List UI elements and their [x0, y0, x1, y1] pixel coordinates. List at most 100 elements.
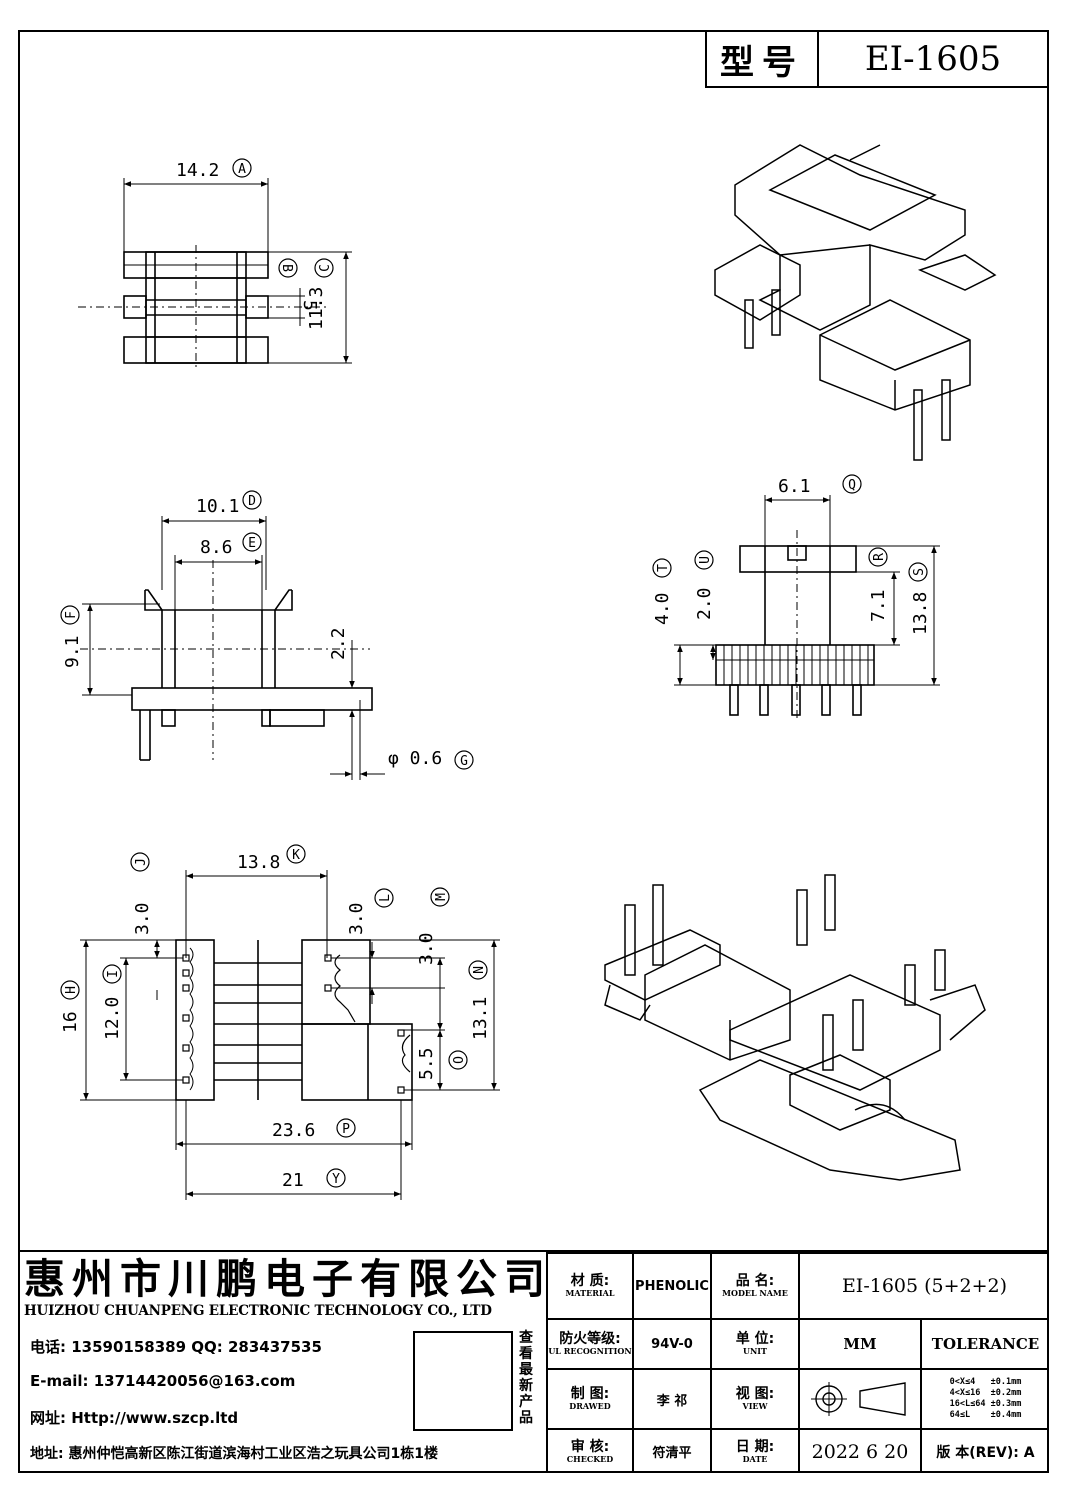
dim-i: 12.0	[102, 997, 123, 1040]
dim-j: 3.0	[132, 902, 153, 935]
marker-t: T	[652, 558, 672, 578]
marker-p: P	[336, 1118, 356, 1138]
dim-t: 4.0	[652, 592, 673, 625]
svg-text:J: J	[134, 858, 149, 866]
unit-label: 单 位:UNIT	[710, 1318, 798, 1368]
marker-a: A	[232, 158, 252, 178]
company-name-en: HUIZHOU CHUANPENG ELECTRONIC TECHNOLOGY …	[24, 1303, 492, 1319]
svg-text:R: R	[872, 553, 887, 561]
svg-text:U: U	[698, 556, 713, 564]
tolerance-values: 0<X≤4 ±0.1mm 4<X≤16 ±0.2mm 16<L≤64 ±0.3m…	[920, 1368, 1049, 1428]
dim-g: φ 0.6	[388, 748, 442, 769]
dim-s: 13.8	[910, 592, 931, 635]
svg-text:G: G	[460, 754, 468, 769]
view-label: 视 图:VIEW	[710, 1368, 798, 1428]
marker-j: J	[130, 852, 150, 872]
spec-table: 材 质:MATERIAL PHENOLIC 品 名:MODEL NAME EI-…	[546, 1252, 1049, 1473]
svg-text:O: O	[452, 1056, 467, 1064]
svg-text:E: E	[248, 536, 256, 551]
dim-k: 13.8	[237, 852, 280, 873]
marker-g: G	[454, 750, 474, 770]
material-value: PHENOLIC	[632, 1252, 710, 1318]
date-label: 日 期:DATE	[710, 1428, 798, 1473]
material-label: 材 质:MATERIAL	[546, 1252, 632, 1318]
svg-text:B: B	[279, 264, 294, 272]
marker-m: M	[430, 887, 450, 907]
marker-f: F	[60, 605, 80, 625]
svg-text:F: F	[64, 611, 79, 619]
svg-text:H: H	[64, 986, 79, 994]
qr-code-box	[413, 1331, 513, 1431]
dim-o: 5.5	[416, 1047, 437, 1080]
marker-k: K	[286, 844, 306, 864]
projection-symbol	[798, 1368, 920, 1428]
svg-text:K: K	[292, 848, 300, 863]
ul-value: 94V-0	[632, 1318, 710, 1368]
drawing-frame	[18, 30, 1049, 1473]
tol-line-1: 0<X≤4 ±0.1mm	[949, 1377, 1022, 1387]
iso-view-bottom	[604, 874, 986, 1181]
dim-p: 23.6	[272, 1120, 315, 1141]
marker-u: U	[694, 550, 714, 570]
drawn-value: 李 祁	[632, 1368, 710, 1428]
marker-q: Q	[842, 474, 862, 494]
marker-r: R	[868, 547, 888, 567]
company-tel: 电话: 13590158389 QQ: 283437535	[30, 1338, 322, 1356]
checked-value: 符清平	[632, 1428, 710, 1473]
tol-line-3: 16<L≤64 ±0.3mm	[949, 1399, 1022, 1409]
svg-text:Y: Y	[332, 1172, 340, 1187]
svg-text:Q: Q	[848, 478, 856, 493]
svg-text:P: P	[342, 1122, 350, 1137]
qr-label: 查看最新产品	[519, 1330, 533, 1426]
tol-line-4: 64≤L ±0.4mm	[949, 1410, 1022, 1420]
title-block	[18, 1250, 1049, 1475]
dim-b: 5	[299, 300, 320, 311]
company-address: 地址: 惠州仲恺高新区陈江街道滨海村工业区浩之玩具公司1栋1楼	[30, 1446, 438, 1462]
marker-b: B	[278, 258, 298, 278]
side-view	[80, 516, 385, 780]
company-name-cn: 惠州市川鹏电子有限公司	[24, 1255, 552, 1303]
dim-q: 6.1	[778, 476, 811, 497]
model-title-box: 型号 EI-1605	[705, 30, 1049, 88]
dim-u: 2.0	[694, 587, 715, 620]
svg-text:C: C	[318, 264, 333, 272]
model-number: EI-1605	[864, 39, 1002, 79]
marker-i: I	[102, 964, 122, 984]
end-view	[674, 495, 940, 720]
dim-n: 13.1	[470, 997, 491, 1040]
date-value: 2022 6 20	[798, 1428, 920, 1473]
company-web: 网址: Http://www.szcp.ltd	[30, 1409, 239, 1427]
revision: 版 本(REV): A	[920, 1428, 1049, 1473]
tol-line-2: 4<X≤16 ±0.2mm	[949, 1388, 1022, 1398]
dim-d: 10.1	[196, 496, 239, 517]
model-label: 型号	[707, 32, 819, 86]
marker-n: N	[468, 960, 488, 980]
dim-h: 2.2	[328, 627, 349, 660]
top-view	[78, 178, 352, 370]
dim-y: 21	[282, 1170, 304, 1191]
svg-text:A: A	[238, 162, 246, 177]
marker-c: C	[314, 258, 334, 278]
tolerance-header: TOLERANCE	[920, 1318, 1049, 1368]
svg-text:S: S	[912, 568, 927, 576]
dim-hh: 16	[60, 1011, 81, 1033]
marker-e: E	[242, 532, 262, 552]
dim-e: 8.6	[200, 537, 233, 558]
model-name-value: EI-1605 (5+2+2)	[798, 1252, 1049, 1318]
checked-label: 审 核:CHECKED	[546, 1428, 632, 1473]
drawn-label: 制 图:DRAWED	[546, 1368, 632, 1428]
dim-a: 14.2	[176, 160, 219, 181]
dim-c: 11.3	[306, 287, 327, 330]
iso-view-top	[714, 144, 997, 461]
dim-r: 7.1	[868, 589, 889, 622]
dim-f: 9.1	[62, 635, 83, 668]
dim-l: 3.0	[346, 902, 367, 935]
company-header: 惠州市川鹏电子有限公司 HUIZHOU CHUANPENG ELECTRONIC…	[24, 1255, 552, 1320]
dim-m: 3.0	[416, 932, 437, 965]
marker-y: Y	[326, 1168, 346, 1188]
svg-text:D: D	[248, 494, 256, 509]
marker-d: D	[242, 490, 262, 510]
marker-h: H	[60, 980, 80, 1000]
marker-o: O	[448, 1050, 468, 1070]
svg-text:I: I	[106, 970, 121, 978]
